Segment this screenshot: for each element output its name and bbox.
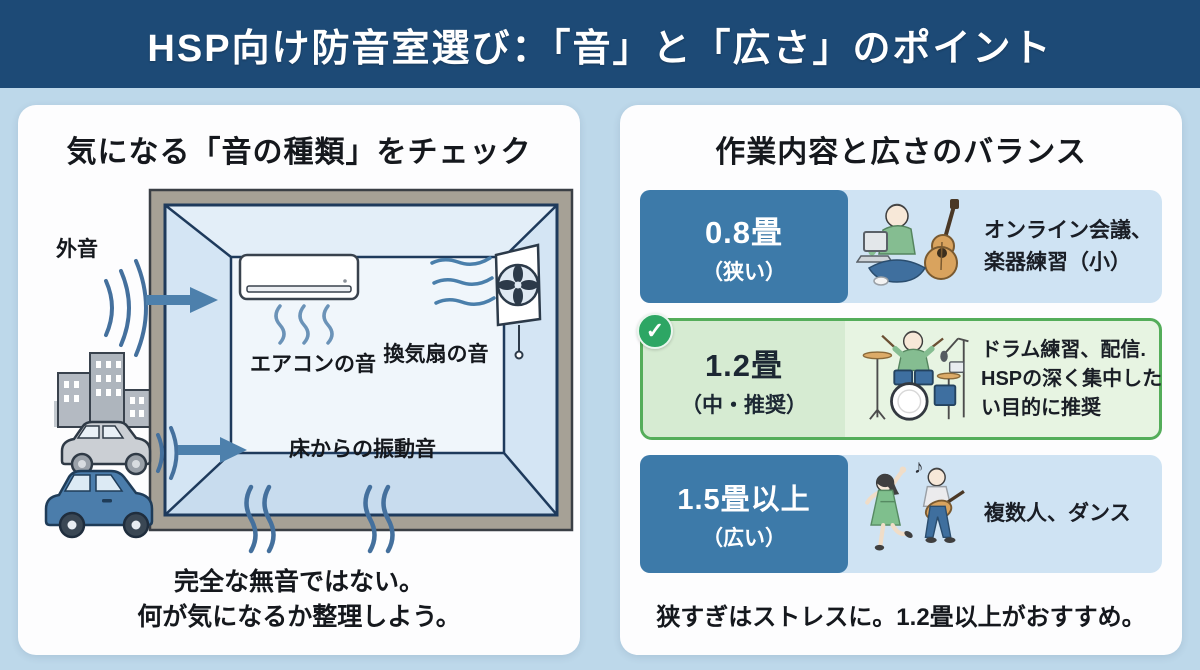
row-content: ドラム練習、配信. HSPの深く集中したい目的に推奨 <box>845 321 1167 437</box>
size-value: 0.8畳 <box>704 215 784 250</box>
outside-sound-waves <box>104 259 179 480</box>
size-qualifier: （中・推奨） <box>681 393 807 417</box>
laptop-guitar-illustration <box>855 194 978 299</box>
checkmark-icon: ✓ <box>637 313 673 349</box>
size-description: オンライン会議、楽器練習（小） <box>984 219 1152 274</box>
ventilation-fan-illustration <box>494 243 542 360</box>
size-description: 複数人、ダンス <box>984 502 1131 526</box>
size-row-1-2-recommended: ✓ 1.2畳 （中・推奨） <box>637 313 1162 440</box>
size-balance-panel: 作業内容と広さのバランス 0.8畳 （狭い） <box>620 105 1182 655</box>
floor-vibration-label: 床からの振動音 <box>289 438 436 461</box>
size-row-0-8: 0.8畳 （狭い） <box>640 190 1162 303</box>
gray-car-illustration <box>60 420 152 476</box>
size-label-0-8: 0.8畳 （狭い） <box>640 190 848 303</box>
fan-sound-waves <box>430 256 496 306</box>
left-note-line2: 何が気になるか整理しよう。 <box>137 603 461 631</box>
right-panel-title: 作業内容と広さのバランス <box>715 136 1087 169</box>
header-banner: HSP向け防音室選び：「音」と「広さ」のポイント <box>0 0 1200 88</box>
room-walls <box>148 188 574 532</box>
row-content: オンライン会議、楽器練習（小） <box>848 190 1170 303</box>
outside-sound-label: 外音 <box>56 238 98 261</box>
size-label-1-5: 1.5畳以上 （広い） <box>640 455 848 573</box>
left-note-line1: 完全な無音ではない。 <box>173 568 424 596</box>
sound-types-panel: 気になる「音の種類」をチェック <box>18 105 580 655</box>
left-panel-title: 気になる「音の種類」をチェック <box>66 136 532 169</box>
air-conditioner-illustration <box>238 253 360 301</box>
fan-sound-label: 換気扇の音 <box>383 343 489 366</box>
soundproof-room-diagram <box>44 188 574 554</box>
sound-entry-arrows <box>146 287 247 463</box>
music-note-icon: ♪ <box>914 457 924 478</box>
aircon-sound-waves <box>274 304 334 345</box>
left-panel-note: 完全な無音ではない。 何が気になるか整理しよう。 <box>18 565 580 635</box>
blue-car-illustration <box>44 469 154 539</box>
aircon-sound-label: エアコンの音 <box>250 353 376 376</box>
city-buildings-illustration <box>54 352 151 428</box>
right-panel-note: 狭すぎはストレスに。1.2畳以上がおすすめ。 <box>656 604 1146 631</box>
size-qualifier: （狭い） <box>702 261 786 284</box>
size-description: ドラム練習、配信. HSPの深く集中したい目的に推奨 <box>981 338 1163 419</box>
page-title: HSP向け防音室選び：「音」と「広さ」のポイント <box>147 27 1053 70</box>
row-content: ♪ <box>848 455 1170 573</box>
floor-vibration-waves <box>244 484 395 554</box>
size-qualifier: （広い） <box>702 527 786 550</box>
dancers-illustration: ♪ <box>856 457 978 569</box>
drummer-illustration <box>853 324 975 434</box>
size-label-1-2: 1.2畳 （中・推奨） <box>643 321 845 437</box>
size-row-1-5-plus: 1.5畳以上 （広い） ♪ <box>640 455 1162 573</box>
size-value: 1.5畳以上 <box>677 484 811 516</box>
size-value: 1.2畳 <box>704 347 784 383</box>
